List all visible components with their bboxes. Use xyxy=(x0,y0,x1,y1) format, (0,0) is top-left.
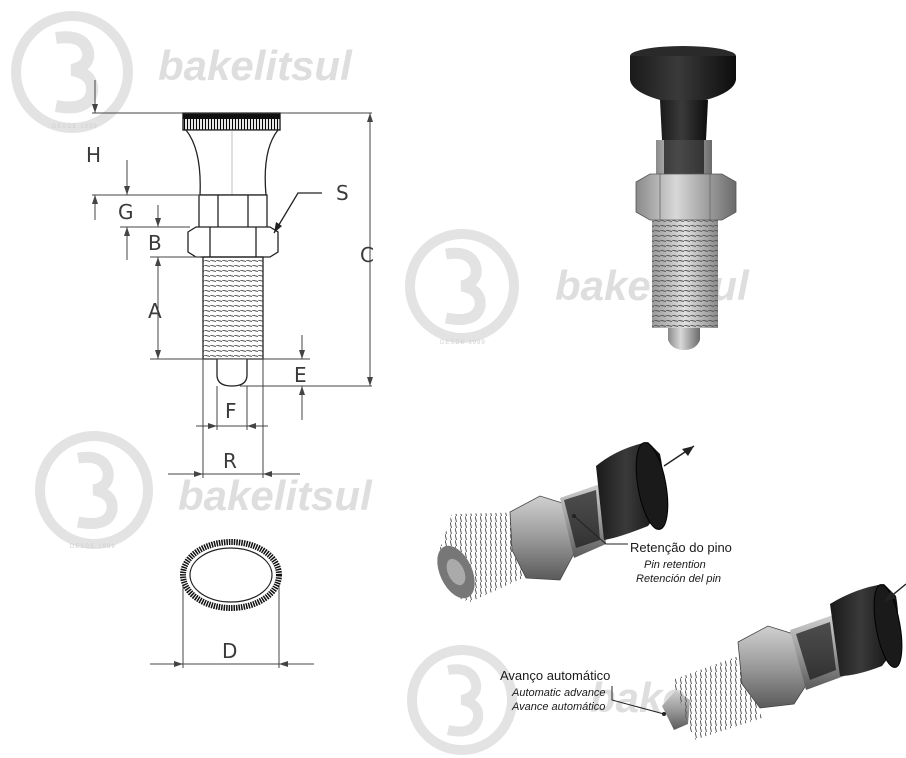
callout-advance-en: Automatic advance xyxy=(511,687,606,699)
callout-advance-pt: Avanço automático xyxy=(500,668,610,683)
pin-render-retention xyxy=(437,442,695,602)
watermark-logo-mid-left: DESDE 1999 xyxy=(35,431,153,550)
callout-advance-es: Avance automático xyxy=(511,701,605,713)
watermark-since-1: DESDE 1999 xyxy=(52,124,98,130)
dim-label-s: S xyxy=(336,181,349,205)
dim-label-d: D xyxy=(222,639,237,663)
dim-label-a: A xyxy=(148,299,162,323)
top-view-ring xyxy=(180,539,282,611)
side-view-drawing xyxy=(182,112,322,387)
watermark-since-2: DESDE 1999 xyxy=(440,340,486,346)
callout-retention-es: Retención del pin xyxy=(636,573,721,585)
watermark-logo-top-left: DESDE 1999 xyxy=(11,11,133,133)
pin-render-advance xyxy=(611,583,906,740)
dim-label-r: R xyxy=(223,449,237,473)
callout-retention-pt: Retenção do pino xyxy=(630,540,732,555)
watermark-brand-1: bakelitsul xyxy=(158,42,353,89)
dimension-lines xyxy=(92,80,373,668)
callout-retention-en: Pin retention xyxy=(644,559,706,571)
dim-label-c: C xyxy=(360,243,374,267)
dim-label-b: B xyxy=(148,231,162,255)
dim-label-g: G xyxy=(118,200,134,224)
dim-label-h: H xyxy=(86,143,101,167)
watermark-logo-center: DESDE 1999 xyxy=(405,229,519,346)
watermark-logo-bottom xyxy=(407,645,517,755)
dim-label-f: F xyxy=(225,399,237,423)
pin-render-vertical xyxy=(630,46,737,350)
watermark-brand-3: bakelitsul xyxy=(178,472,373,519)
dim-label-e: E xyxy=(294,363,307,387)
watermark-since-3: DESDE 1999 xyxy=(70,544,116,550)
